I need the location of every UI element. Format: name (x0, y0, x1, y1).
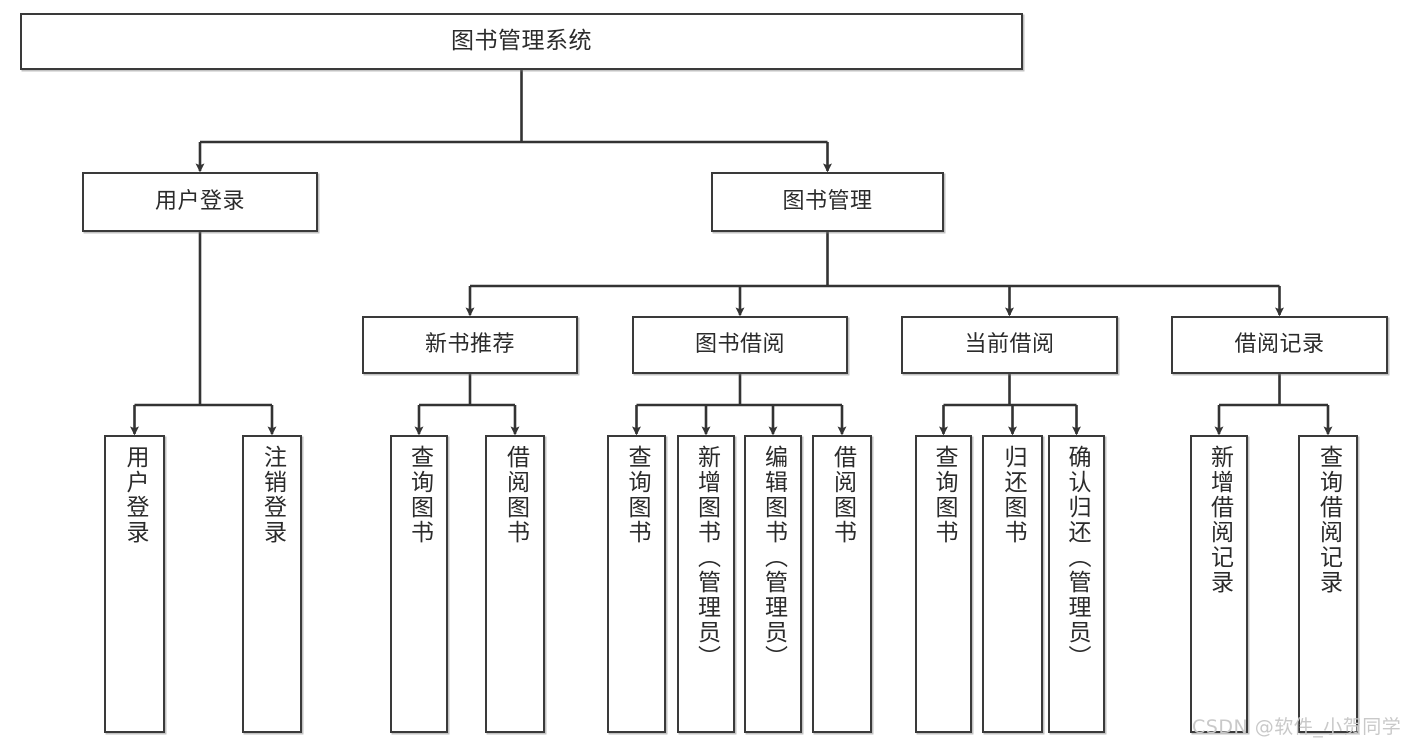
node-label-user-login: 用户登录 (154, 188, 245, 214)
node-label-leaf-borrow-book-1: 借阅图书 (502, 445, 529, 545)
node-label-book-manage: 图书管理 (782, 188, 873, 214)
node-leaf-query-book-1: 查询图书 (390, 435, 448, 733)
node-leaf-borrow-book-1: 借阅图书 (485, 435, 545, 733)
node-leaf-confirm-return: 确认归还（管理员） (1048, 435, 1105, 733)
node-leaf-query-book-2: 查询图书 (607, 435, 666, 733)
node-leaf-user-login: 用户登录 (104, 435, 165, 733)
node-current-borrow: 当前借阅 (901, 316, 1118, 374)
node-leaf-edit-book: 编辑图书（管理员） (744, 435, 802, 733)
csdn-watermark: CSDN @软件_小贺同学 (1192, 716, 1402, 738)
node-label-leaf-query-book-2: 查询图书 (624, 445, 650, 545)
node-leaf-query-book-3: 查询图书 (915, 435, 972, 733)
node-label-leaf-confirm-return: 确认归还（管理员） (1064, 445, 1090, 670)
node-leaf-query-record: 查询借阅记录 (1298, 435, 1358, 733)
node-label-leaf-query-book-1: 查询图书 (406, 445, 433, 545)
node-user-login: 用户登录 (82, 172, 318, 232)
node-leaf-add-book: 新增图书（管理员） (677, 435, 735, 733)
node-new-book-rec: 新书推荐 (362, 316, 578, 374)
node-root: 图书管理系统 (20, 13, 1023, 70)
node-borrow-record: 借阅记录 (1171, 316, 1388, 374)
node-label-leaf-query-record: 查询借阅记录 (1315, 445, 1342, 595)
node-label-leaf-query-book-3: 查询图书 (931, 445, 957, 545)
node-label-current-borrow: 当前借阅 (964, 331, 1055, 357)
node-leaf-return-book: 归还图书 (982, 435, 1043, 733)
node-label-book-borrow: 图书借阅 (694, 331, 785, 357)
node-leaf-add-record: 新增借阅记录 (1190, 435, 1248, 733)
node-label-leaf-add-record: 新增借阅记录 (1206, 445, 1233, 595)
node-label-new-book-rec: 新书推荐 (424, 331, 515, 357)
node-label-borrow-record: 借阅记录 (1234, 331, 1325, 357)
node-label-root: 图书管理系统 (451, 27, 592, 54)
node-leaf-logout: 注销登录 (242, 435, 302, 733)
node-book-manage: 图书管理 (711, 172, 944, 232)
node-label-leaf-edit-book: 编辑图书（管理员） (760, 445, 787, 670)
node-label-leaf-logout: 注销登录 (259, 445, 286, 545)
node-leaf-borrow-book-2: 借阅图书 (812, 435, 872, 733)
node-label-leaf-borrow-book-2: 借阅图书 (829, 445, 856, 545)
node-label-leaf-return-book: 归还图书 (1000, 445, 1026, 545)
node-label-leaf-user-login: 用户登录 (122, 445, 148, 545)
node-book-borrow: 图书借阅 (632, 316, 848, 374)
node-label-leaf-add-book: 新增图书（管理员） (693, 445, 720, 670)
